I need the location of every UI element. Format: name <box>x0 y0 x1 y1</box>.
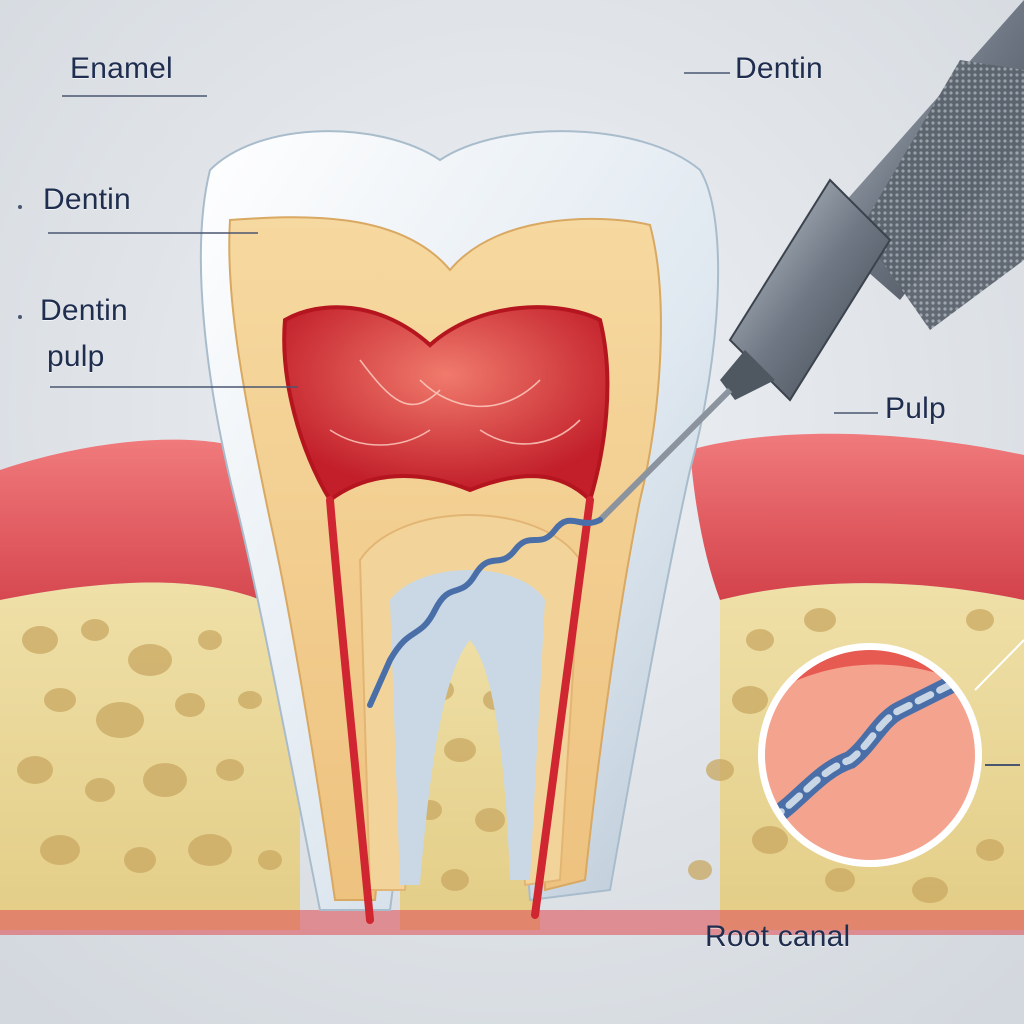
pulp-fibers <box>329 359 581 446</box>
file-spiral <box>367 517 603 708</box>
pulp-chamber <box>282 305 610 504</box>
leader-enamel <box>62 95 207 97</box>
label-dentin-pulp-2: pulp <box>47 340 105 373</box>
dot-dentin-pulp <box>18 315 22 319</box>
leader-pulp <box>834 412 878 414</box>
label-dentin-pulp-1: Dentin <box>40 294 128 327</box>
label-dentin-top: Dentin <box>735 52 823 85</box>
gingiva <box>0 433 1024 935</box>
leader-dentin-top <box>684 72 730 74</box>
root-wall <box>390 570 545 885</box>
label-dentin-left: Dentin <box>43 183 131 216</box>
file-shaft <box>597 387 733 523</box>
dot-dentin-left <box>18 205 22 209</box>
label-root-canal: Root canal <box>705 920 851 953</box>
leader-dentin-pulp <box>50 386 298 388</box>
magnified-inset <box>758 639 1024 867</box>
alveolar-bone <box>0 582 1024 930</box>
label-pulp: Pulp <box>885 392 946 425</box>
endodontic-instrument <box>367 0 1024 708</box>
label-enamel: Enamel <box>70 52 173 85</box>
root-canals <box>326 496 594 924</box>
leader-dentin-left <box>48 232 258 234</box>
